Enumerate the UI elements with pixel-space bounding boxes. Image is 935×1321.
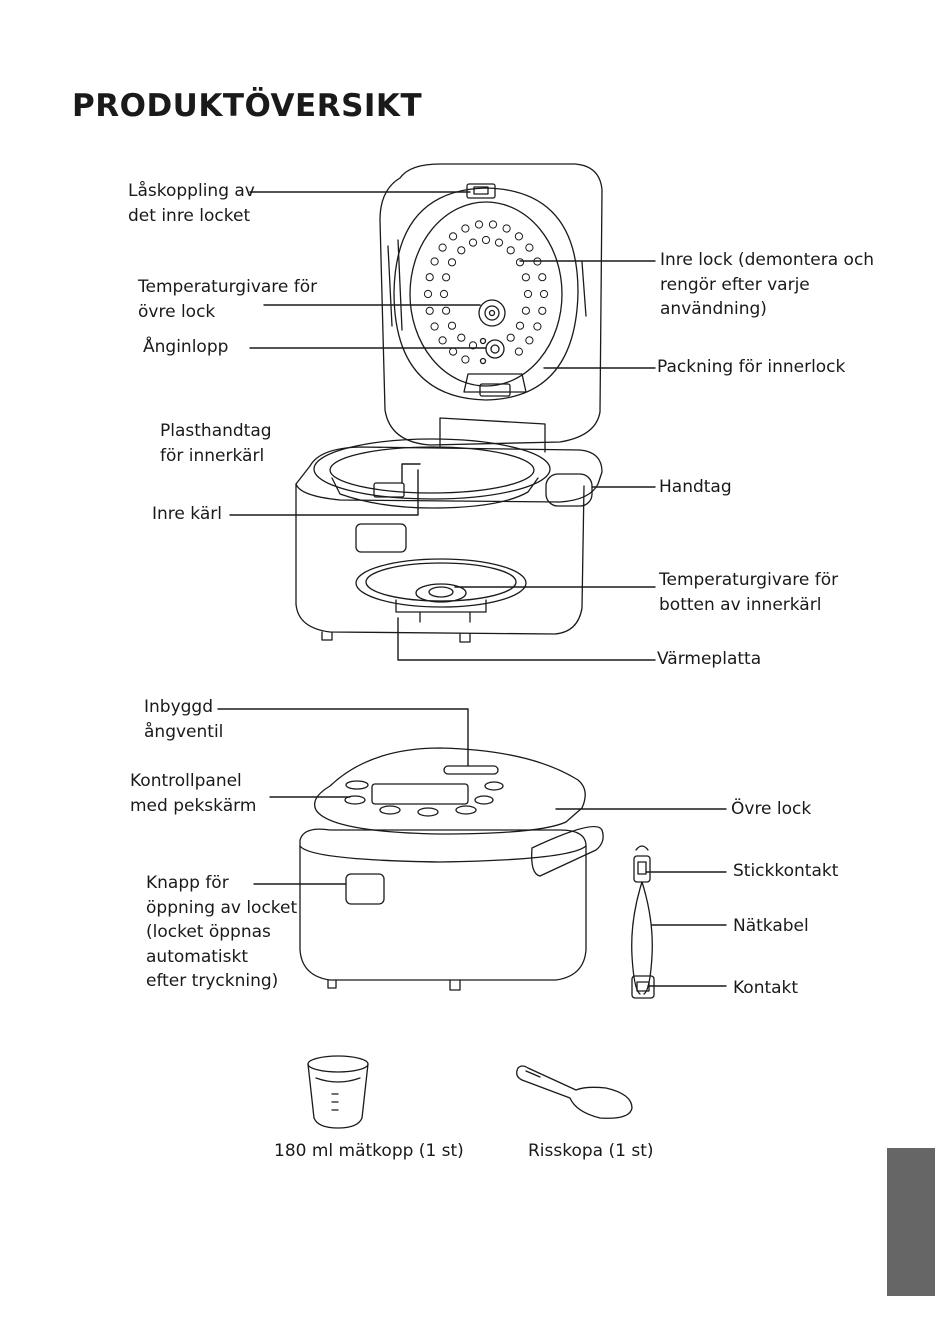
- inner-lid-vent-holes: [423, 220, 549, 364]
- vent-hole: [461, 355, 470, 364]
- label-plug: Stickkontakt: [733, 861, 839, 881]
- vent-hole: [523, 289, 533, 299]
- vent-hole: [430, 257, 439, 266]
- leader-lines: [217, 191, 727, 987]
- measuring-cup-icon: [307, 1055, 369, 1129]
- steam-inlet: [479, 337, 505, 365]
- label-steam-inlet: Ånginlopp: [143, 337, 229, 357]
- vent-hole: [538, 306, 547, 315]
- vent-hole: [439, 289, 449, 299]
- vent-hole: [442, 273, 451, 282]
- vent-hole: [468, 341, 478, 350]
- label-upper-lid: Övre lock: [731, 799, 812, 819]
- label-handle: Handtag: [659, 477, 732, 497]
- vent-hole: [438, 336, 447, 345]
- vent-hole: [442, 306, 451, 315]
- caption-measuring-cup: 180 ml mätkopp (1 st): [274, 1141, 464, 1161]
- vent-hole: [457, 246, 466, 255]
- vent-hole: [538, 273, 547, 282]
- vent-hole: [447, 321, 457, 330]
- page-edge-tab: [887, 1148, 935, 1296]
- vent-hole: [468, 238, 478, 247]
- label-heating-plate: Värmeplatta: [657, 649, 762, 669]
- power-cord-illustration: [631, 845, 655, 999]
- vent-hole: [457, 333, 466, 342]
- vent-hole: [533, 322, 542, 331]
- closed-cooker-illustration: [299, 747, 604, 991]
- vent-hole: [515, 321, 525, 330]
- label-connector: Kontakt: [733, 978, 799, 998]
- vent-hole: [461, 224, 470, 233]
- rice-spoon-icon: [516, 1065, 633, 1119]
- vent-hole: [425, 306, 434, 315]
- vent-hole: [506, 246, 515, 255]
- vent-hole: [425, 273, 434, 282]
- vent-hole: [514, 347, 524, 356]
- vent-hole: [525, 243, 534, 252]
- vent-hole: [438, 243, 447, 252]
- vent-hole: [525, 336, 534, 345]
- vent-hole: [521, 273, 531, 282]
- vent-hole: [506, 333, 515, 342]
- vent-hole: [488, 220, 498, 229]
- vent-hole: [494, 238, 504, 247]
- vent-hole: [430, 322, 439, 331]
- label-power-cord: Nätkabel: [733, 916, 809, 936]
- label-inner-pot: Inre kärl: [152, 504, 222, 524]
- vent-hole: [539, 289, 549, 299]
- open-lid-illustration: [379, 163, 603, 446]
- body-illustration: [295, 417, 603, 643]
- vent-hole: [449, 347, 458, 356]
- caption-rice-spoon: Risskopa (1 st): [528, 1141, 654, 1161]
- vent-hole: [481, 235, 491, 245]
- vent-hole: [502, 224, 511, 233]
- page-title: PRODUKTÖVERSIKT: [72, 88, 423, 124]
- vent-hole: [474, 220, 484, 229]
- vent-hole: [514, 232, 524, 241]
- vent-hole: [515, 258, 525, 267]
- upper-temp-sensor: [478, 299, 506, 327]
- vent-hole: [447, 258, 457, 267]
- vent-hole: [423, 289, 433, 299]
- vent-hole: [449, 232, 458, 241]
- vent-hole: [521, 306, 531, 315]
- label-inner-lid-gasket: Packning för innerlock: [657, 357, 846, 377]
